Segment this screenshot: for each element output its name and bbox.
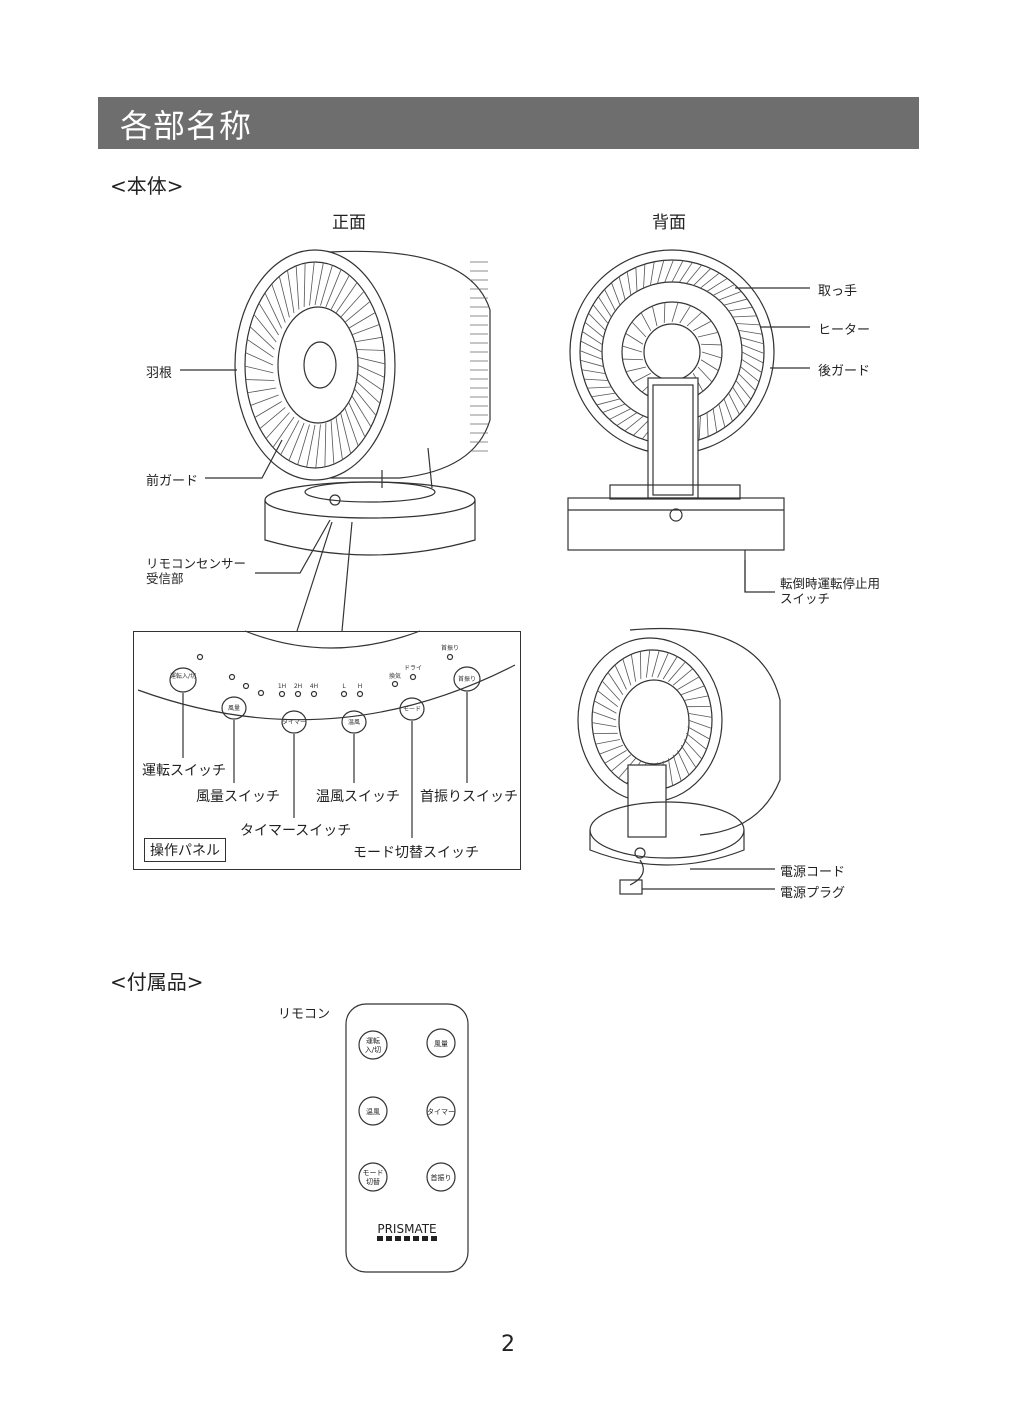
label-tip-switch-1: 転倒時運転停止用 — [780, 576, 880, 591]
label-remote-sensor-2: 受信部 — [146, 571, 184, 586]
remote-btn-swing: 首振り — [431, 1173, 452, 1182]
label-heater: ヒーター — [818, 319, 870, 338]
side-fan-illustration — [578, 628, 780, 894]
accessories-heading: <付属品> — [110, 966, 204, 995]
label-handle: 取っ手 — [818, 280, 857, 299]
label-blade: 羽根 — [146, 362, 172, 381]
remote-btn-power-l2: 入/切 — [365, 1046, 381, 1054]
label-rear-guard: 後ガード — [818, 360, 870, 379]
remote-btn-mode-l2: 切替 — [366, 1177, 380, 1186]
front-fan-illustration — [235, 250, 490, 555]
label-airflow-switch: 風量スイッチ — [196, 786, 280, 806]
label-front-guard: 前ガード — [146, 470, 198, 489]
label-tip-switch-2: スイッチ — [780, 591, 830, 606]
label-power-switch: 運転スイッチ — [142, 760, 226, 780]
remote-brand: PRISMATE — [377, 1222, 436, 1236]
label-oscillation-switch: 首振りスイッチ — [420, 786, 518, 806]
remote-btn-timer: タイマー — [427, 1107, 455, 1116]
label-mode-switch: モード切替スイッチ — [353, 842, 479, 862]
remote-btn-power-l1: 運転 — [366, 1036, 380, 1045]
page-number: 2 — [501, 1332, 515, 1357]
label-timer-switch: タイマースイッチ — [240, 820, 351, 840]
label-remote: リモコン — [278, 1003, 330, 1022]
back-fan-illustration — [568, 250, 784, 592]
remote-btn-airflow: 風量 — [434, 1040, 448, 1048]
label-power-plug: 電源プラグ — [780, 882, 845, 901]
remote-btn-warm: 温風 — [366, 1107, 380, 1116]
remote-btn-mode-l1: モード — [363, 1169, 384, 1177]
label-warm-air-switch: 温風スイッチ — [316, 786, 400, 806]
control-panel-tag: 操作パネル — [144, 838, 226, 862]
label-remote-sensor-1: リモコンセンサー — [146, 556, 246, 571]
label-power-cord: 電源コード — [780, 861, 845, 880]
